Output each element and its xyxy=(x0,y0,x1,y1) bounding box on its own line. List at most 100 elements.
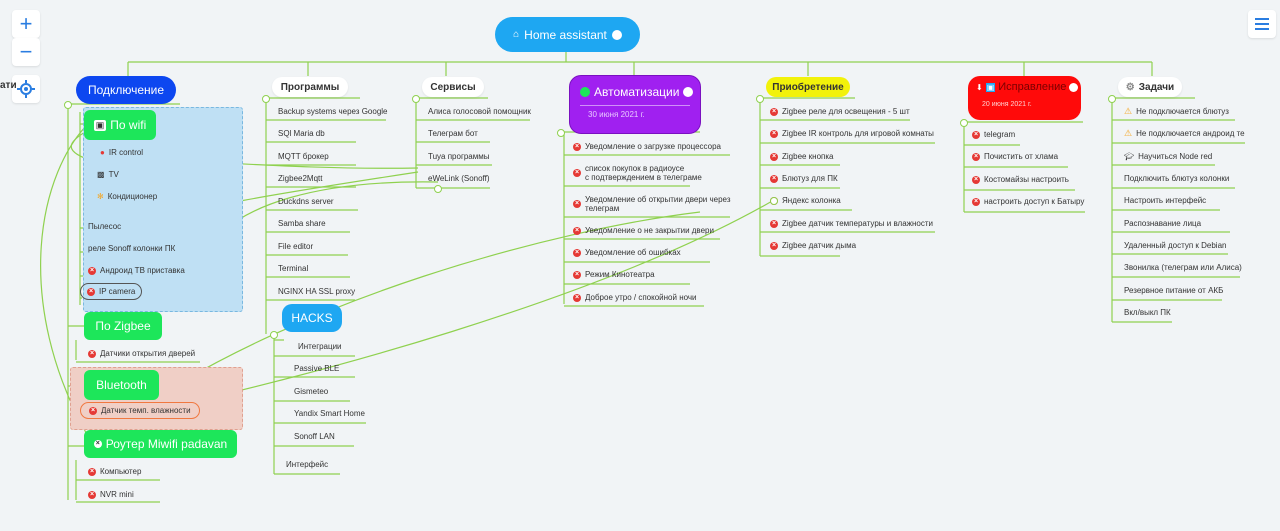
close-icon: × xyxy=(573,248,581,257)
list-item[interactable]: ×Датчики открытия дверей xyxy=(88,349,196,358)
list-item[interactable]: ●IR control xyxy=(100,148,144,157)
list-item[interactable]: ×Почистить от хлама xyxy=(972,152,1059,161)
collapse-toggle[interactable] xyxy=(412,95,420,103)
collapse-toggle[interactable] xyxy=(960,119,968,127)
crosshair-icon xyxy=(17,80,35,98)
list-item[interactable]: MQTT брокер xyxy=(278,152,329,161)
collapse-toggle[interactable] xyxy=(770,197,778,205)
list-item[interactable]: Распознавание лица xyxy=(1124,219,1202,228)
list-item[interactable]: ×Уведомление об ошибках xyxy=(573,248,681,257)
list-item[interactable]: ×Zigbee реле для освещения - 5 шт xyxy=(770,107,910,116)
list-item[interactable]: ×Режим Кинотеатра xyxy=(573,270,655,279)
connection-node[interactable]: Подключение xyxy=(76,76,176,104)
list-item[interactable]: ×Яндекс колонка xyxy=(770,196,841,205)
recenter-button[interactable] xyxy=(12,75,40,103)
list-item[interactable]: ×Zigbee датчик дыма xyxy=(770,241,857,250)
close-icon: × xyxy=(770,219,778,228)
automations-node[interactable]: Автоматизации 30 июня 2021 г. xyxy=(569,75,701,134)
list-item[interactable]: Zigbee2Mqtt xyxy=(278,174,323,183)
list-item[interactable]: ×Уведомление о не закрытии двери xyxy=(573,226,714,235)
list-item[interactable]: Подключить блютуз колонки xyxy=(1124,174,1230,183)
list-item[interactable]: ⚠Не подключается андроид те xyxy=(1124,128,1245,139)
root-node[interactable]: ⌂Home assistant xyxy=(495,17,640,52)
router-node[interactable]: ×Роутер Miwifi padavan xyxy=(84,430,237,458)
list-item[interactable]: Backup systems через Google xyxy=(278,107,388,116)
hamburger-icon xyxy=(1255,18,1269,30)
zoom-in-button[interactable]: + xyxy=(12,10,40,38)
purchase-node[interactable]: Приобретение xyxy=(766,77,850,97)
list-item[interactable]: ▩TV xyxy=(97,170,119,179)
list-item[interactable]: реле Sonoff колонки ПК xyxy=(88,244,176,253)
list-item[interactable]: Tuya программы xyxy=(428,152,490,161)
list-item[interactable]: Телеграм бот xyxy=(428,129,478,138)
collapse-toggle[interactable] xyxy=(262,95,270,103)
list-item[interactable]: ⚠Не подключается блютуз xyxy=(1124,106,1229,117)
list-item[interactable]: ×Zigbee кнопка xyxy=(770,152,834,161)
list-item[interactable]: ×Андроид ТВ приставка xyxy=(88,266,185,275)
programs-node[interactable]: Программы xyxy=(272,77,348,97)
close-icon: × xyxy=(770,174,778,183)
close-icon: × xyxy=(972,175,980,184)
bluetooth-node[interactable]: Bluetooth xyxy=(84,370,159,400)
close-icon: × xyxy=(88,349,96,358)
list-item[interactable]: Резервное питание от АКБ xyxy=(1124,286,1224,295)
automations-date: 30 июня 2021 г. xyxy=(588,110,645,119)
list-item[interactable]: Yandix Smart Home xyxy=(294,409,365,418)
list-item[interactable]: Terminal xyxy=(278,264,309,273)
list-item[interactable]: NGINX HA SSL proxy xyxy=(278,287,356,296)
hacks-node[interactable]: HACKS xyxy=(282,304,342,332)
zigbee-node[interactable]: По Zigbee xyxy=(84,312,162,340)
collapse-toggle[interactable] xyxy=(64,101,72,109)
list-item[interactable]: ×Датчик темп. влажности xyxy=(80,402,200,419)
menu-button[interactable] xyxy=(1248,10,1276,38)
wifi-node[interactable]: ▣По wifi xyxy=(84,110,156,140)
graduation-cap-icon: 🎓︎ xyxy=(1124,152,1135,161)
list-item[interactable]: ×IP camera xyxy=(80,283,143,300)
collapse-toggle[interactable] xyxy=(756,95,764,103)
list-item[interactable]: Sonoff LAN xyxy=(294,432,335,441)
list-item[interactable]: ×Костомайзы настроить xyxy=(972,175,1069,184)
collapse-toggle[interactable] xyxy=(434,185,442,193)
list-item[interactable]: File editor xyxy=(278,242,314,251)
list-item[interactable]: Samba share xyxy=(278,219,326,228)
list-item[interactable]: Passive BLE xyxy=(294,364,340,373)
list-item[interactable]: ×Zigbee IR контроль для игровой комнаты xyxy=(770,129,934,138)
offscreen-node[interactable]: ати xyxy=(0,80,17,91)
list-item[interactable]: ×Доброе утро / спокойной ночи xyxy=(573,293,697,302)
list-item[interactable]: Duckdns server xyxy=(278,197,334,206)
list-item[interactable]: Gismeteo xyxy=(294,387,329,396)
collapse-toggle[interactable] xyxy=(1108,95,1116,103)
list-item[interactable]: Вкл/выкл ПК xyxy=(1124,308,1171,317)
list-item[interactable]: Интеграции xyxy=(298,342,342,351)
list-item[interactable]: ×Уведомление об открытии двери через тел… xyxy=(573,195,731,213)
close-icon: × xyxy=(770,129,778,138)
list-item[interactable]: ×Zigbee датчик температуры и влажности xyxy=(770,219,933,228)
list-item[interactable]: Пылесос xyxy=(88,222,122,231)
tv-icon: ▩ xyxy=(97,170,105,179)
list-item[interactable]: Удаленный доступ к Debian xyxy=(1124,241,1227,250)
list-item[interactable]: ×список покупок в радиоусе с подтвержден… xyxy=(573,164,702,182)
list-item[interactable]: ✻Кондиционер xyxy=(97,192,158,201)
zoom-out-button[interactable]: − xyxy=(12,38,40,66)
list-item[interactable]: Алиса голосовой помощник xyxy=(428,107,531,116)
list-item[interactable]: Звонилка (телеграм или Алиса) xyxy=(1124,263,1242,272)
collapse-icon[interactable] xyxy=(611,29,622,40)
list-item[interactable]: Интерфейс xyxy=(286,460,329,469)
list-item[interactable]: SQl Maria db xyxy=(278,129,325,138)
list-item[interactable]: ×настроить доступ к Батыру xyxy=(972,197,1085,206)
list-item[interactable]: Настроить интерфейс xyxy=(1124,196,1207,205)
image-icon: ▣ xyxy=(985,82,996,92)
list-item[interactable]: ×Компьютер xyxy=(88,467,142,476)
fix-node[interactable]: ⬇▣Исправление 20 июня 2021 г. xyxy=(968,76,1081,120)
list-item[interactable]: 🎓︎Научиться Node red xyxy=(1124,152,1213,161)
list-item[interactable]: ×Уведомление о загрузке процессора xyxy=(573,142,721,151)
collapse-toggle[interactable] xyxy=(557,129,565,137)
services-node[interactable]: Сервисы xyxy=(422,77,484,97)
list-item[interactable]: ×NVR mini xyxy=(88,490,134,499)
close-icon: × xyxy=(770,241,778,250)
tasks-node[interactable]: ⚙Задачи xyxy=(1118,77,1182,97)
collapse-toggle[interactable] xyxy=(270,331,278,339)
list-item[interactable]: ×Блютуз для ПК xyxy=(770,174,838,183)
list-item[interactable]: eWeLink (Sonoff) xyxy=(428,174,490,183)
list-item[interactable]: ×telegram xyxy=(972,130,1016,139)
